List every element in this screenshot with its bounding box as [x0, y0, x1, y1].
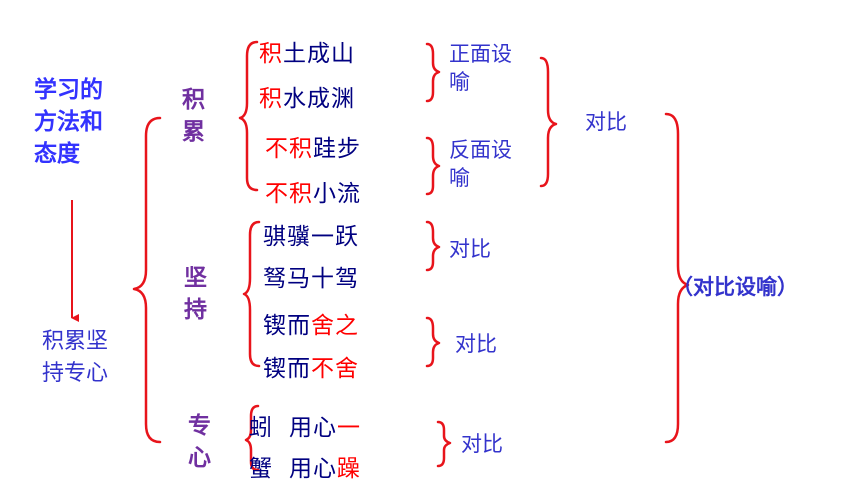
title-line: 方法和	[34, 109, 103, 135]
brace-contrast-3	[425, 316, 441, 368]
main-left-brace	[132, 116, 162, 444]
phrase-rest: 骐骥一跃	[263, 224, 359, 250]
note-overall: （对比设喻）	[672, 275, 798, 299]
group-char: 持	[184, 297, 207, 323]
highlight: 不积	[265, 136, 313, 162]
title-text: 学习的 方法和 态度	[34, 74, 103, 170]
brace-contrast-main	[539, 56, 558, 188]
brace-persist	[242, 220, 261, 368]
group-char: 累	[182, 119, 205, 145]
brace-contrast-4	[436, 420, 452, 468]
title-line: 态度	[34, 141, 80, 167]
highlight: 舍之	[311, 313, 359, 339]
note-contrast-2: 对比	[449, 237, 491, 261]
group-persist: 坚 持	[184, 262, 207, 326]
phrase-6: 驽马十驾	[263, 259, 359, 293]
phrase-2: 积水成渊	[259, 79, 355, 113]
phrase-7: 锲而舍之	[263, 306, 359, 340]
brace-accumulate	[238, 40, 259, 192]
brace-negative	[425, 136, 441, 196]
group-focus: 专 心	[188, 410, 211, 474]
highlight: 一	[337, 415, 361, 441]
phrase-rest: 用心	[289, 456, 337, 482]
phrase-rest: 蟹	[249, 456, 273, 482]
highlight: 躁	[337, 456, 361, 482]
group-char: 坚	[184, 265, 207, 291]
note-contrast-3: 对比	[455, 332, 497, 356]
note-contrast-4: 对比	[461, 432, 503, 456]
brace-focus	[244, 404, 260, 472]
phrase-rest: 用心	[289, 415, 337, 441]
phrase-10: 蟹用心躁	[249, 449, 361, 483]
phrase-5: 骐骥一跃	[263, 217, 359, 251]
highlight: 积	[259, 86, 283, 112]
brace-positive	[425, 42, 441, 103]
phrase-8: 锲而不舍	[263, 349, 359, 383]
summary-text: 积累坚 持专心	[42, 326, 108, 390]
phrase-9: 蚓用心一	[249, 408, 361, 442]
phrase-1: 积土成山	[259, 34, 355, 68]
title-line: 学习的	[34, 77, 103, 103]
summary-line: 持专心	[42, 361, 109, 386]
note-line: 喻	[449, 166, 470, 190]
note-negative: 反面设 喻	[449, 136, 512, 192]
brace-contrast-2	[425, 220, 441, 272]
group-accumulate: 积 累	[182, 84, 205, 148]
group-char: 积	[182, 87, 205, 113]
brace-overall	[664, 112, 690, 444]
phrase-rest: 土成山	[283, 41, 355, 67]
phrase-rest: 蚓	[249, 415, 273, 441]
phrase-rest: 锲而	[263, 356, 311, 382]
highlight: 不积	[265, 181, 313, 207]
note-positive: 正面设 喻	[449, 40, 512, 96]
note-line: 反面设	[449, 138, 512, 162]
phrase-rest: 跬步	[313, 136, 361, 162]
note-line: 喻	[449, 70, 470, 94]
phrase-rest: 锲而	[263, 313, 311, 339]
phrase-rest: 驽马十驾	[263, 266, 359, 292]
note-line: 正面设	[449, 42, 512, 66]
group-char: 心	[188, 445, 211, 471]
group-char: 专	[188, 413, 211, 439]
phrase-rest: 小流	[313, 181, 361, 207]
summary-line: 积累坚	[42, 329, 109, 354]
note-contrast-1: 对比	[585, 110, 627, 134]
highlight: 积	[259, 41, 283, 67]
highlight: 不舍	[311, 356, 359, 382]
phrase-4: 不积小流	[265, 174, 361, 208]
phrase-3: 不积跬步	[265, 129, 361, 163]
phrase-rest: 水成渊	[283, 86, 355, 112]
